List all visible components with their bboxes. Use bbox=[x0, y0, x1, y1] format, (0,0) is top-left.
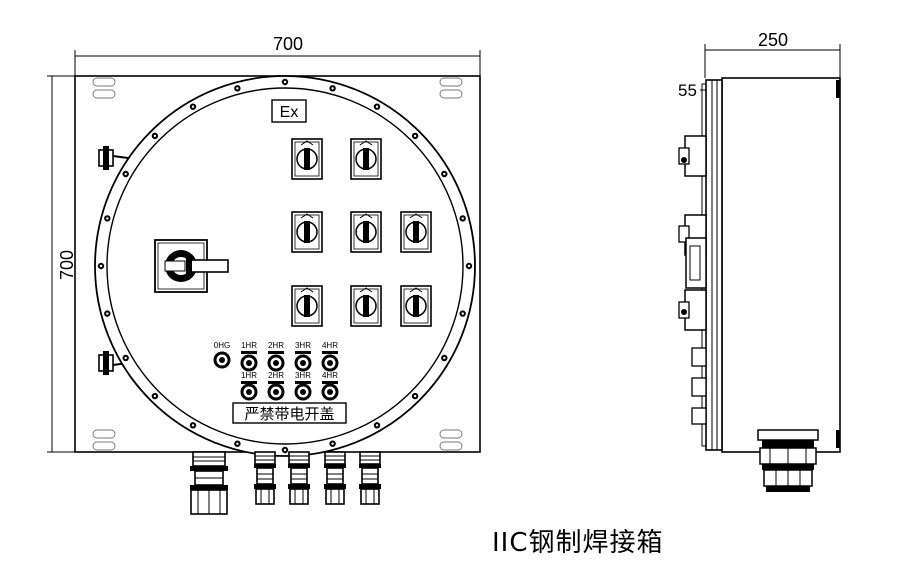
flange-bolt-center bbox=[443, 356, 446, 360]
flange-bolts bbox=[97, 78, 473, 454]
cover-flange-inner bbox=[106, 87, 464, 445]
side-knob-profiles bbox=[678, 135, 707, 425]
product-caption: IIC钢制焊接箱 bbox=[492, 528, 664, 558]
flange-bolt-center bbox=[106, 312, 109, 315]
flange-bolt-center bbox=[461, 312, 464, 315]
flange-bolt-center bbox=[236, 87, 239, 90]
indicator-lamp bbox=[213, 351, 231, 369]
flange-bolt-center bbox=[191, 105, 195, 108]
flange-bolt-center bbox=[153, 134, 157, 138]
flange-bolt-center bbox=[467, 264, 471, 268]
front-height-label: 700 bbox=[57, 250, 77, 280]
indicator-lamp bbox=[294, 383, 312, 401]
indicator-label: 1HR bbox=[241, 371, 257, 380]
flange-bolt-center bbox=[375, 105, 379, 108]
indicator-lamp bbox=[267, 354, 285, 372]
side-cover-flange bbox=[705, 79, 723, 451]
indicator-label: 2HR bbox=[268, 341, 284, 350]
indicator-label: 0HG bbox=[214, 341, 230, 350]
flange-bolt-center bbox=[283, 448, 287, 452]
side-view: 250 55 bbox=[678, 30, 841, 492]
rotary-switch[interactable] bbox=[291, 285, 323, 327]
flange-bolt-center bbox=[99, 264, 103, 268]
cable-gland bbox=[287, 451, 311, 505]
rotary-switch[interactable] bbox=[350, 285, 382, 327]
flange-bolt-center bbox=[106, 217, 109, 220]
flange-bolt-center bbox=[124, 356, 127, 360]
ex-mark-label: Ex bbox=[280, 104, 299, 121]
indicator-row-top: 0HG 1HR 2HR 3HR 4HR bbox=[213, 341, 339, 372]
side-cable-glands bbox=[757, 429, 819, 492]
flange-bolt-center bbox=[236, 442, 239, 445]
side-offset-label: 55 bbox=[678, 81, 697, 100]
warning-plate-label: 严禁带电开盖 bbox=[244, 406, 334, 423]
indicator-label: 2HR bbox=[268, 371, 284, 380]
indicator-label: 4HR bbox=[322, 341, 338, 350]
flange-bolt-center bbox=[153, 394, 157, 398]
flange-bolt-center bbox=[191, 424, 195, 427]
rotary-switch[interactable] bbox=[400, 211, 432, 253]
cable-gland bbox=[358, 451, 382, 505]
flange-bolt-center bbox=[443, 172, 446, 176]
side-depth-dimension: 250 bbox=[704, 30, 841, 78]
rotary-switch[interactable] bbox=[350, 211, 382, 253]
ex-mark: Ex bbox=[271, 99, 307, 123]
side-depth-label: 250 bbox=[758, 30, 788, 50]
flange-bolt-center bbox=[124, 172, 127, 176]
cover-flange-outer bbox=[94, 75, 476, 457]
indicator-lamp bbox=[267, 383, 285, 401]
front-view: 700 700 bbox=[47, 34, 481, 515]
cable-gland bbox=[253, 451, 277, 505]
indicator-label: 4HR bbox=[322, 371, 338, 380]
flange-bolt-center bbox=[283, 80, 287, 84]
main-isolator-handle[interactable] bbox=[154, 239, 229, 293]
side-body bbox=[721, 77, 841, 453]
flange-bolt-center bbox=[461, 217, 464, 220]
flange-bolt-center bbox=[331, 442, 334, 445]
hinge-top bbox=[98, 146, 151, 170]
cable-gland bbox=[323, 451, 347, 505]
indicator-lamp bbox=[321, 383, 339, 401]
flange-bolt-center bbox=[331, 87, 334, 90]
indicator-label: 3HR bbox=[295, 371, 311, 380]
rotary-switch[interactable] bbox=[350, 138, 382, 180]
indicator-lamp bbox=[240, 354, 258, 372]
indicator-row-bottom: 1HR 2HR 3HR 4HR bbox=[240, 371, 339, 401]
flange-bolt-center bbox=[413, 134, 417, 138]
rotary-switch[interactable] bbox=[291, 138, 323, 180]
indicator-lamp bbox=[321, 354, 339, 372]
indicator-lamp bbox=[294, 354, 312, 372]
rotary-switch[interactable] bbox=[291, 211, 323, 253]
flange-bolt-center bbox=[375, 424, 379, 427]
cable-gland-large bbox=[190, 451, 228, 515]
front-width-label: 700 bbox=[273, 34, 303, 54]
rotary-switch[interactable] bbox=[400, 285, 432, 327]
front-height-dimension: 700 bbox=[47, 75, 77, 453]
flange-bolt-center bbox=[413, 394, 417, 398]
warning-plate: 严禁带电开盖 bbox=[232, 402, 347, 424]
indicator-label: 1HR bbox=[241, 341, 257, 350]
indicator-lamp bbox=[240, 383, 258, 401]
indicator-label: 3HR bbox=[295, 341, 311, 350]
front-width-dimension: 700 bbox=[74, 34, 481, 80]
